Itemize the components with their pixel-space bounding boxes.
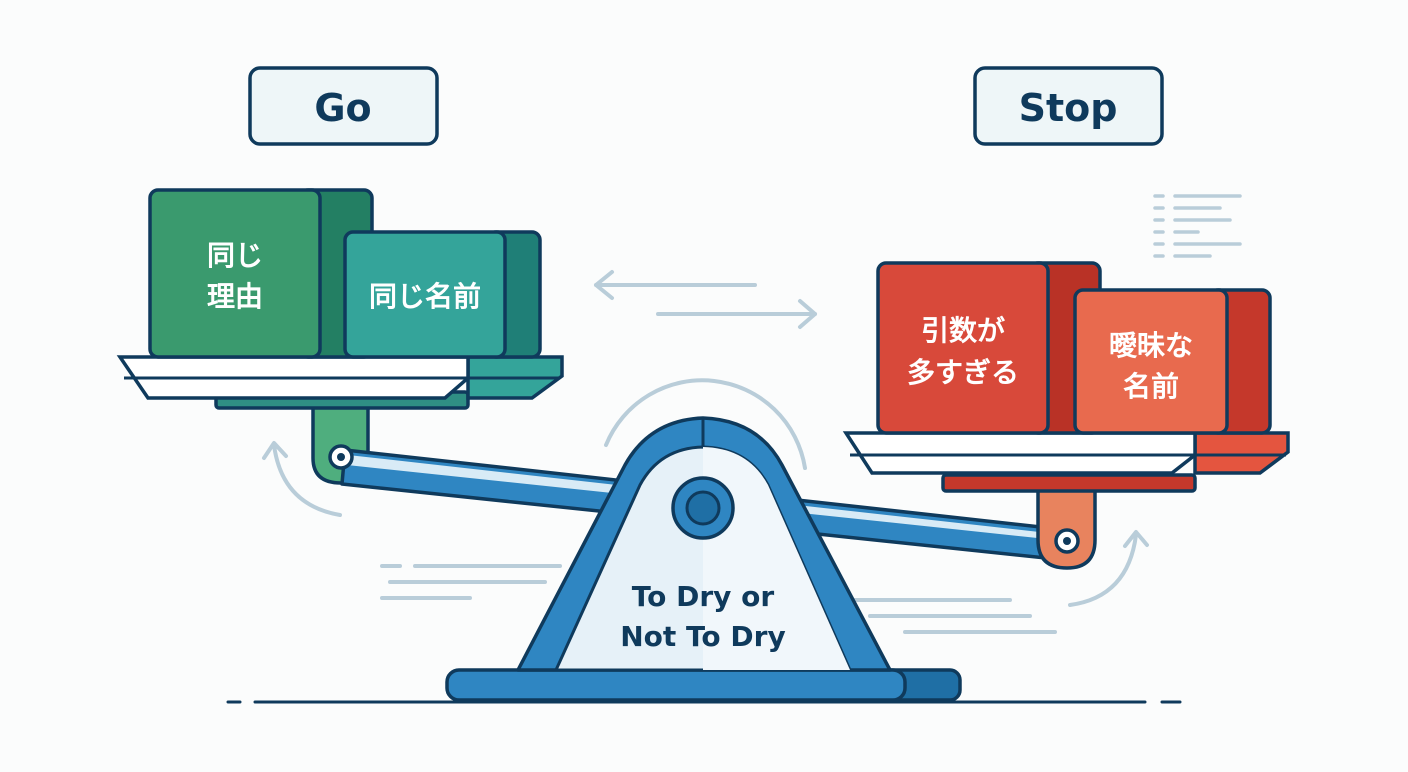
box-same-reason-line2: 理由: [207, 280, 263, 313]
box-ambiguous-name: 曖昧な 名前: [1073, 288, 1272, 435]
left-pan: 同じ 理由 同じ名前: [116, 188, 564, 485]
curved-arrow-up-icon: [1068, 530, 1149, 607]
motion-lines-icon: [380, 564, 562, 600]
fulcrum-label-line1: To Dry or: [632, 580, 775, 613]
box-same-reason-line1: 同じ: [207, 239, 263, 272]
go-label-text: Go: [314, 86, 371, 130]
box-same-name-label: 同じ名前: [369, 280, 481, 313]
box-too-many-args-line1: 引数が: [921, 314, 1005, 347]
double-arrow-icon: [594, 270, 817, 329]
motion-lines-icon: [848, 598, 1057, 634]
box-ambiguous-name-line1: 曖昧な: [1109, 329, 1193, 362]
fulcrum: To Dry or Not To Dry: [445, 416, 962, 702]
document-lines-icon: [1153, 194, 1242, 258]
curved-arrow-up-icon: [262, 441, 342, 517]
go-label: Go: [248, 66, 439, 146]
box-ambiguous-name-line2: 名前: [1123, 370, 1179, 403]
rotation-arc: [604, 378, 807, 470]
fulcrum-label-line2: Not To Dry: [620, 620, 785, 653]
right-pan: 引数が 多すぎる 曖昧な 名前: [842, 261, 1290, 570]
box-same-name: 同じ名前: [343, 230, 542, 359]
box-too-many-args-line2: 多すぎる: [907, 356, 1019, 389]
box-too-many-args: 引数が 多すぎる: [876, 261, 1102, 435]
stop-label: Stop: [973, 66, 1164, 146]
stop-label-text: Stop: [1019, 86, 1118, 130]
box-same-reason: 同じ 理由: [148, 188, 374, 359]
